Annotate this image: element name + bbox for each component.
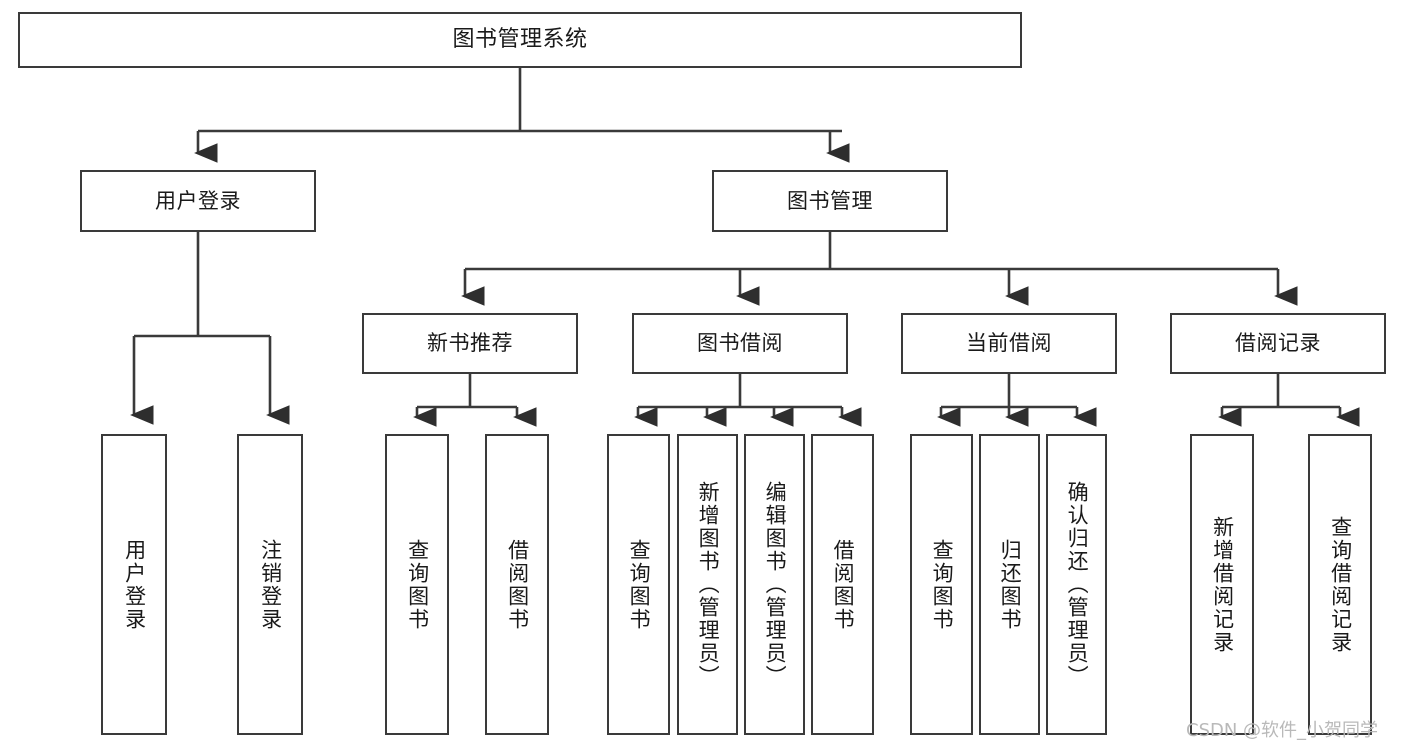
node-label: 新增图书（管理员） — [696, 481, 721, 688]
leaf-query-book-borrow[interactable]: 查询图书 — [607, 434, 670, 735]
node-label: 查询图书 — [930, 538, 955, 631]
node-user-login[interactable]: 用户登录 — [80, 170, 316, 232]
leaf-query-borrow-record[interactable]: 查询借阅记录 — [1308, 434, 1372, 735]
node-label: 归还图书 — [998, 538, 1023, 631]
leaf-user-login[interactable]: 用户登录 — [101, 434, 167, 735]
node-label: 注销登录 — [258, 538, 283, 631]
node-new-book-recommend[interactable]: 新书推荐 — [362, 313, 578, 374]
leaf-edit-book[interactable]: 编辑图书（管理员） — [744, 434, 805, 735]
leaf-query-book-current[interactable]: 查询图书 — [910, 434, 973, 735]
leaf-query-book-recommend[interactable]: 查询图书 — [385, 434, 449, 735]
node-label: 确认归还（管理员） — [1065, 481, 1090, 688]
leaf-add-book[interactable]: 新增图书（管理员） — [677, 434, 738, 735]
leaf-borrow-book-borrow[interactable]: 借阅图书 — [811, 434, 874, 735]
node-label: 编辑图书（管理员） — [763, 481, 788, 688]
node-label: 查询借阅记录 — [1328, 515, 1353, 654]
leaf-user-logout[interactable]: 注销登录 — [237, 434, 303, 735]
node-current-borrow[interactable]: 当前借阅 — [901, 313, 1117, 374]
node-root-system[interactable]: 图书管理系统 — [18, 12, 1022, 68]
node-borrow-record[interactable]: 借阅记录 — [1170, 313, 1386, 374]
watermark-text: CSDN @软件_小贺同学 — [1186, 720, 1379, 741]
node-label: 查询图书 — [405, 538, 430, 631]
node-label: 图书借阅 — [697, 331, 783, 356]
node-label: 新书推荐 — [427, 331, 513, 356]
node-label: 查询图书 — [627, 538, 652, 631]
node-label: 新增借阅记录 — [1210, 515, 1235, 654]
node-label: 用户登录 — [155, 188, 241, 213]
node-label: 借阅图书 — [831, 538, 856, 631]
node-label: 图书管理 — [787, 188, 873, 213]
leaf-borrow-book-recommend[interactable]: 借阅图书 — [485, 434, 549, 735]
node-label: 当前借阅 — [966, 331, 1052, 356]
node-book-manage[interactable]: 图书管理 — [712, 170, 948, 232]
leaf-confirm-return[interactable]: 确认归还（管理员） — [1046, 434, 1107, 735]
leaf-return-book[interactable]: 归还图书 — [979, 434, 1040, 735]
node-label: 借阅图书 — [505, 538, 530, 631]
node-book-borrow[interactable]: 图书借阅 — [632, 313, 848, 374]
node-label: 用户登录 — [122, 538, 147, 631]
node-label: 图书管理系统 — [452, 27, 588, 53]
leaf-add-borrow-record[interactable]: 新增借阅记录 — [1190, 434, 1254, 735]
node-label: 借阅记录 — [1235, 331, 1321, 356]
